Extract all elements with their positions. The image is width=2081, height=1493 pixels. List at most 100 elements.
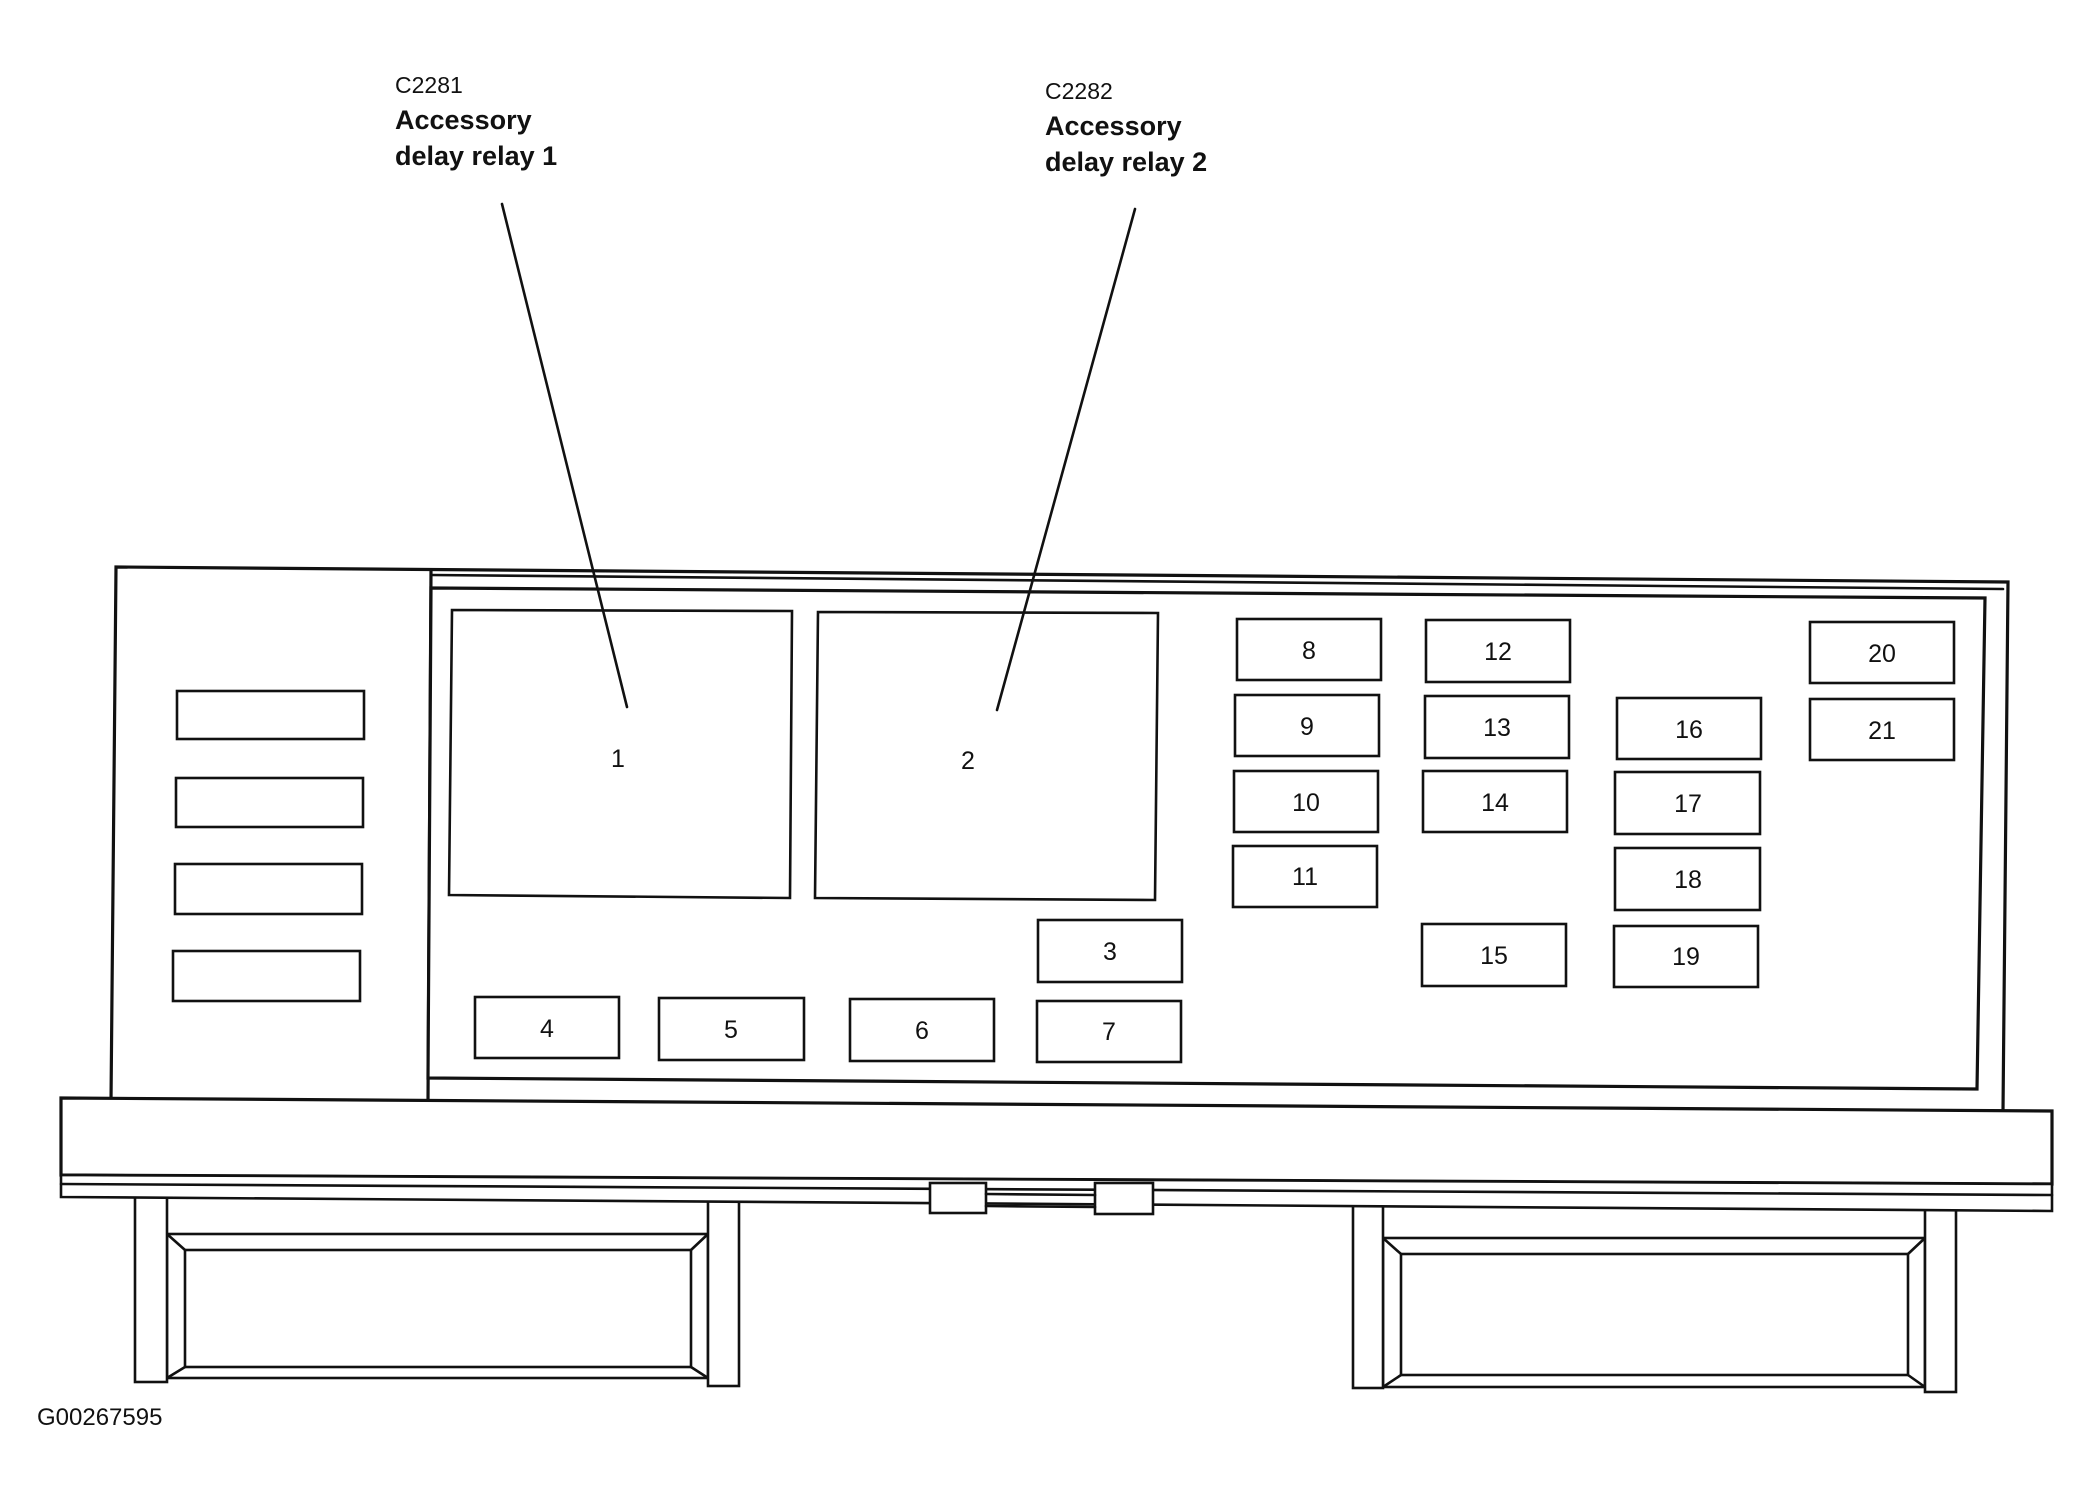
base-ledge — [59, 1096, 2054, 1216]
center-tab-bridge — [984, 1204, 1097, 1209]
relay-2-outline — [813, 610, 1160, 902]
fuse-slot-12 — [1424, 618, 1572, 684]
right-bracket-bevel — [1381, 1236, 1403, 1256]
fuse-3: 3 — [1036, 918, 1184, 984]
fuse-slot-6 — [848, 997, 996, 1063]
right-bracket-post-left — [1351, 1177, 1385, 1390]
left-panel-slot — [174, 776, 365, 829]
left-panel-slot — [173, 862, 364, 916]
left-bracket-bevel — [165, 1365, 187, 1380]
right-bracket-bevel — [1906, 1236, 1927, 1256]
leader-line-relay-1 — [500, 202, 629, 709]
fuse-number-16: 16 — [1675, 716, 1703, 744]
fuse-slot-17 — [1613, 770, 1762, 836]
left-bracket-tray-inner — [183, 1248, 693, 1369]
right-bracket — [1351, 1177, 1958, 1394]
right-bracket-bevel — [1906, 1373, 1927, 1389]
fuse-number-4: 4 — [540, 1015, 554, 1043]
center-tab-bridge — [984, 1192, 1097, 1197]
fuse-7: 7 — [1035, 999, 1183, 1064]
fuse-17: 17 — [1613, 770, 1762, 836]
fuse-slot-18 — [1613, 846, 1762, 912]
fuse-number-10: 10 — [1292, 789, 1320, 817]
center-tab-right — [1093, 1181, 1155, 1216]
fuse-slot-19 — [1612, 924, 1760, 989]
fuse-slot-15 — [1420, 922, 1568, 988]
fuse-number-20: 20 — [1868, 640, 1896, 668]
fuse-number-11: 11 — [1292, 863, 1318, 891]
fuse-number-21: 21 — [1868, 717, 1896, 745]
right-bracket-post-right — [1923, 1183, 1958, 1394]
fuse-slot-7 — [1035, 999, 1183, 1064]
fuse-6: 6 — [848, 997, 996, 1063]
left-bracket-bevel — [165, 1232, 187, 1252]
fuse-9: 9 — [1233, 693, 1381, 758]
callout-relay-2: C2282 Accessory delay relay 2 — [1045, 78, 1207, 177]
fuse-slot-20 — [1808, 620, 1956, 685]
relay-2-number: 2 — [961, 747, 975, 775]
fuse-slot-8 — [1235, 617, 1383, 682]
fuse-4: 4 — [473, 995, 621, 1060]
callout-2-name-line-1: Accessory — [1045, 111, 1182, 141]
fuse-slot-10 — [1232, 769, 1380, 834]
relay-2: 2 — [813, 610, 1160, 902]
fuse-21: 21 — [1808, 697, 1956, 762]
right-bracket-bevel — [1381, 1373, 1403, 1389]
callout-2-name-line-2: delay relay 2 — [1045, 147, 1207, 177]
fuse-13: 13 — [1423, 694, 1571, 760]
fuse-slot-4 — [473, 995, 621, 1060]
fuse-number-18: 18 — [1674, 866, 1702, 894]
center-tab-left — [928, 1181, 988, 1215]
fuse-number-3: 3 — [1103, 938, 1117, 966]
relay-1-outline — [447, 608, 794, 900]
fuse-slot-5 — [657, 996, 806, 1062]
left-bracket-bevel — [689, 1365, 710, 1380]
fuse-11: 11 — [1231, 844, 1379, 909]
fuse-number-5: 5 — [724, 1016, 738, 1044]
fuse-number-9: 9 — [1300, 713, 1314, 741]
fuse-slot-3 — [1036, 918, 1184, 984]
ledge-front — [59, 1096, 2054, 1186]
relay-1-number: 1 — [611, 745, 625, 773]
left-panel — [171, 689, 366, 1003]
leader-line-relay-2 — [995, 207, 1137, 712]
left-bracket-post-left — [133, 1172, 169, 1384]
fuse-slot-14 — [1421, 769, 1569, 834]
callout-relay-1: C2281 Accessory delay relay 1 — [395, 72, 557, 171]
fuse-slot-13 — [1423, 694, 1571, 760]
fuse-12: 12 — [1424, 618, 1572, 684]
fuse-slot-16 — [1615, 696, 1763, 761]
fuse-slot-11 — [1231, 844, 1379, 909]
fuse-8: 8 — [1235, 617, 1383, 682]
callout-1-name-line-2: delay relay 1 — [395, 141, 557, 171]
housing-top-inner-edge — [429, 573, 2005, 591]
left-bracket-post-right — [706, 1176, 741, 1388]
fuse-number-17: 17 — [1674, 790, 1702, 818]
fuse-19: 19 — [1612, 924, 1760, 989]
left-bracket — [133, 1172, 741, 1388]
callout-1-name-line-1: Accessory — [395, 105, 532, 135]
fuse-5: 5 — [657, 996, 806, 1062]
fuse-number-7: 7 — [1102, 1018, 1116, 1046]
left-panel-slot — [171, 949, 362, 1003]
fuse-10: 10 — [1232, 769, 1380, 834]
fuse-20: 20 — [1808, 620, 1956, 685]
relay-1: 1 — [447, 608, 794, 900]
fuse-18: 18 — [1613, 846, 1762, 912]
fuse-number-14: 14 — [1481, 789, 1509, 817]
fuse-number-8: 8 — [1302, 637, 1316, 665]
fuse-14: 14 — [1421, 769, 1569, 834]
left-panel-slot — [175, 689, 366, 741]
fuse-number-19: 19 — [1672, 943, 1700, 971]
fuse-15: 15 — [1420, 922, 1568, 988]
figure-id: G00267595 — [37, 1404, 162, 1431]
fuse-slot-21 — [1808, 697, 1956, 762]
fuse-slot-9 — [1233, 693, 1381, 758]
fuse-16: 16 — [1615, 696, 1763, 761]
fuse-number-12: 12 — [1484, 638, 1512, 666]
fuse-number-13: 13 — [1483, 714, 1511, 742]
fuse-number-6: 6 — [915, 1017, 929, 1045]
fuse-number-15: 15 — [1480, 942, 1508, 970]
right-bracket-tray-inner — [1399, 1252, 1910, 1377]
